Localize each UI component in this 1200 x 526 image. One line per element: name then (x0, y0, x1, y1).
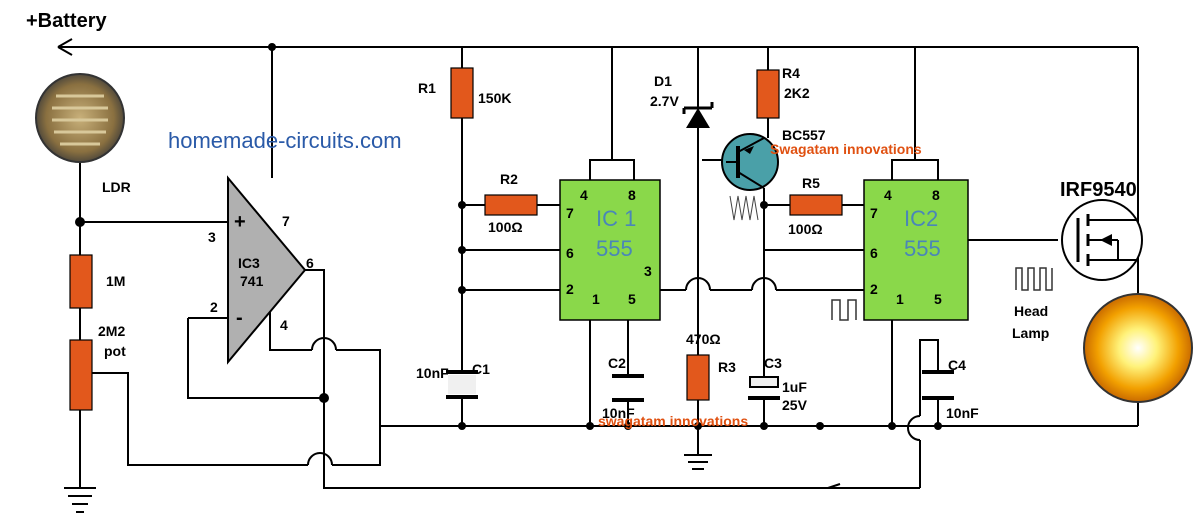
resistor-r5 (789, 194, 843, 216)
r2-name: R2 (500, 171, 518, 187)
wires (57, 38, 1139, 489)
ic1-pin2: 2 (566, 281, 574, 297)
resistor-r3 (686, 354, 710, 401)
ic1-part: 555 (596, 236, 633, 261)
ground-symbol-center (684, 454, 712, 470)
ic2-pin4: 4 (884, 187, 892, 203)
ic1-pin3: 3 (644, 263, 652, 279)
potentiometer-2m2 (69, 339, 100, 411)
swagatam-watermark-bottom: swagatam innovations (598, 413, 748, 429)
r3-value: 470Ω (686, 331, 721, 347)
c2-name: C2 (608, 355, 626, 371)
ic1-pin6: 6 (566, 245, 574, 261)
capacitor-c4 (922, 370, 954, 400)
ic1-555-timer (559, 179, 661, 321)
capacitor-c3 (748, 376, 780, 400)
ic2-name: IC2 (904, 206, 938, 231)
pot-label-line1: 2M2 (98, 323, 125, 339)
transistor-label: BC557 (782, 127, 826, 143)
opamp-ic3 (227, 175, 307, 365)
capacitor-c2 (612, 374, 644, 402)
c1-value: 10nF (416, 365, 449, 381)
r5-value: 100Ω (788, 221, 823, 237)
lamp-label-line2: Lamp (1012, 325, 1049, 341)
ic3-pin4: 4 (280, 317, 288, 333)
zener-diode-d1 (682, 102, 714, 128)
resistor-r2 (484, 194, 538, 216)
pot-label-line2: pot (104, 343, 126, 359)
c3-voltage: 25V (782, 397, 808, 413)
ic2-pin7: 7 (870, 205, 878, 221)
c1-name: C1 (472, 361, 490, 377)
resistor-1m-label: 1M (106, 273, 125, 289)
website-watermark: homemade-circuits.com (168, 128, 402, 153)
ic2-pin8: 8 (932, 187, 940, 203)
resistor-r1 (450, 67, 474, 119)
ic2-pin5: 5 (934, 291, 942, 307)
ic3-part: 741 (240, 273, 264, 289)
resistor-r4 (756, 69, 780, 119)
ic2-pin1: 1 (896, 291, 904, 307)
resistor-1m (69, 254, 93, 309)
lamp-label-line1: Head (1014, 303, 1048, 319)
battery-label: +Battery (26, 10, 107, 32)
c4-name: C4 (948, 357, 966, 373)
ic3-minus-sign: - (236, 307, 243, 329)
ldr-sensor (35, 73, 125, 163)
ic2-pin2: 2 (870, 281, 878, 297)
ic1-name: IC 1 (596, 206, 636, 231)
ic3-pin2: 2 (210, 299, 218, 315)
ic1-pin1: 1 (592, 291, 600, 307)
mosfet-label: IRF9540 (1060, 179, 1137, 201)
d1-value: 2.7V (650, 93, 679, 109)
junction-dots (75, 43, 942, 430)
ic1-pin8: 8 (628, 187, 636, 203)
ic1-pin7: 7 (566, 205, 574, 221)
ldr-label: LDR (102, 179, 131, 195)
ic3-pin7: 7 (282, 213, 290, 229)
c3-name: C3 (764, 355, 782, 371)
r5-name: R5 (802, 175, 820, 191)
ic3-pin3: 3 (208, 229, 216, 245)
ic3-pin6: 6 (306, 255, 314, 271)
ic2-555-timer (863, 179, 969, 321)
c2-value: 10nF (602, 405, 635, 421)
ic2-part: 555 (904, 236, 941, 261)
ground-symbol-left (64, 487, 96, 513)
ic3-plus-sign: + (234, 211, 246, 233)
swagatam-watermark-top: Swagatam innovations (770, 141, 922, 157)
r3-name: R3 (718, 359, 736, 375)
r4-value: 2K2 (784, 85, 810, 101)
capacitor-c1 (446, 370, 478, 399)
ic2-pin6: 6 (870, 245, 878, 261)
mosfet-irf9540 (1061, 47, 1143, 308)
head-lamp (1083, 293, 1193, 403)
c4-value: 10nF (946, 405, 979, 421)
d1-name: D1 (654, 73, 672, 89)
ic1-pin5: 5 (628, 291, 636, 307)
pulse-waveform-icon (831, 267, 1053, 321)
r4-name: R4 (782, 65, 800, 81)
c3-value: 1uF (782, 379, 807, 395)
r1-name: R1 (418, 80, 436, 96)
ic3-name: IC3 (238, 255, 260, 271)
ic1-pin4: 4 (580, 187, 588, 203)
transistor-bc557 (721, 133, 779, 221)
r2-value: 100Ω (488, 219, 523, 235)
r1-value: 150K (478, 90, 511, 106)
